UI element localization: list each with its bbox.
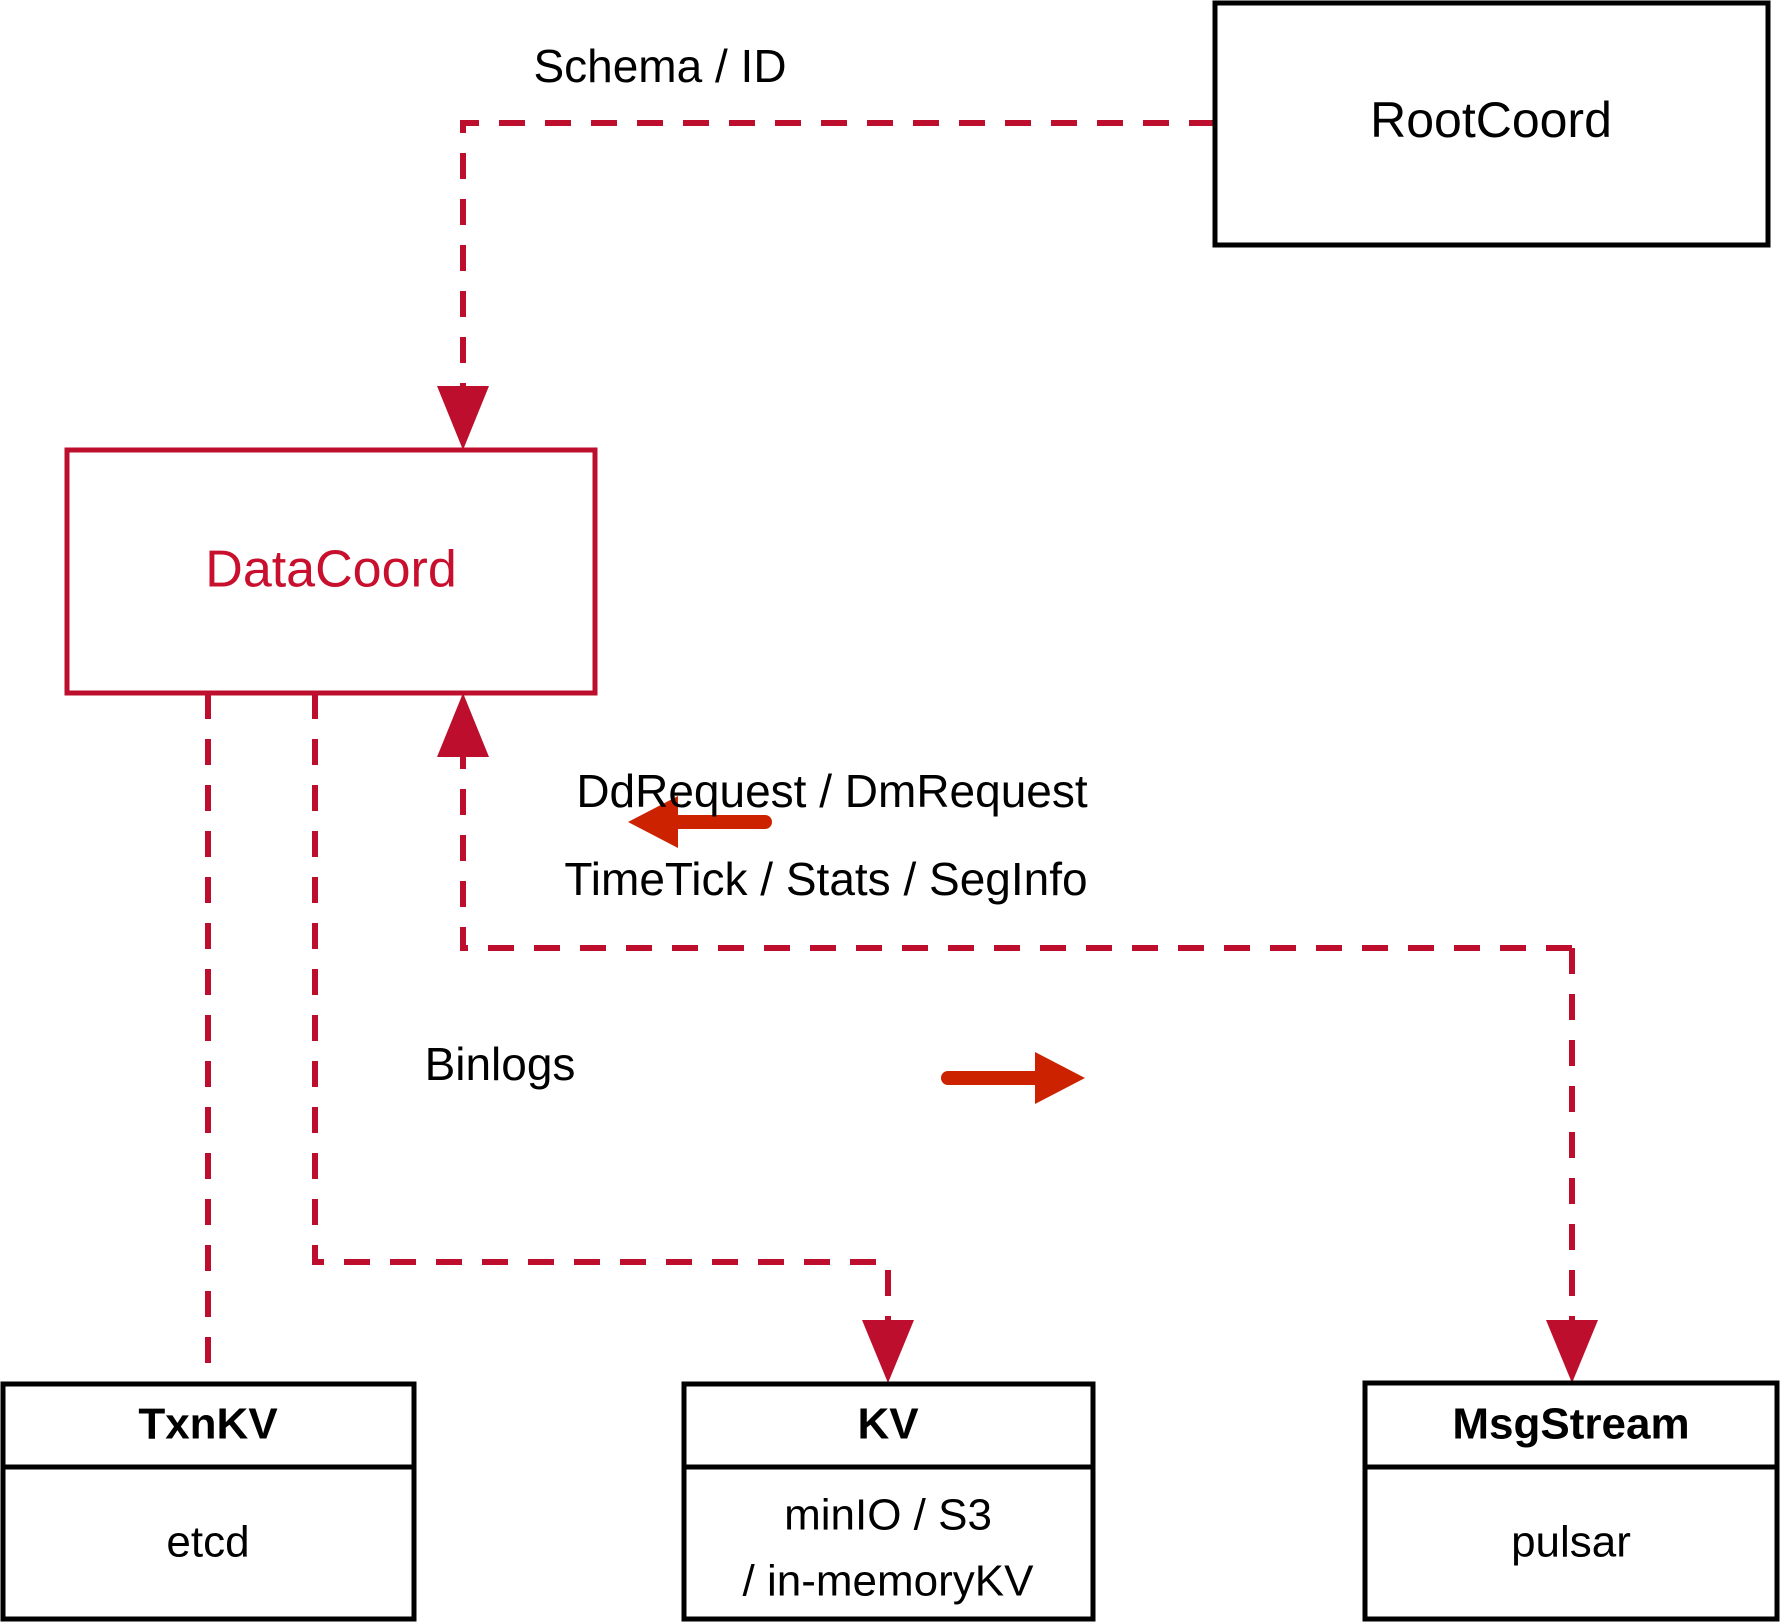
- node-txnkv[interactable]: TxnKV etcd: [0, 1381, 417, 1622]
- edge-label-schema-id: Schema / ID: [533, 40, 786, 92]
- node-txnkv-box[interactable]: [0, 1381, 417, 1622]
- node-rootcoord-box[interactable]: [1212, 0, 1771, 248]
- timetick-direction-arrow-head: [1035, 1052, 1085, 1104]
- node-txnkv-label: TxnKV: [138, 1400, 278, 1449]
- node-rootcoord-label: RootCoord: [1370, 92, 1612, 148]
- timetick-direction-arrow-icon: [941, 1052, 1085, 1104]
- node-rootcoord[interactable]: RootCoord: [1212, 0, 1771, 248]
- edge-schema-id: [437, 120, 1215, 450]
- edge-schema-id-arrowhead: [437, 386, 489, 450]
- node-kv-box[interactable]: [681, 1381, 1096, 1622]
- edge-binlogs: [312, 693, 914, 1383]
- node-txnkv-sublabel-0: etcd: [166, 1518, 249, 1567]
- node-datacoord[interactable]: DataCoord: [64, 447, 598, 696]
- node-msgstream-label: MsgStream: [1452, 1400, 1689, 1449]
- node-msgstream-sublabel-0: pulsar: [1511, 1518, 1631, 1567]
- edge-ddrequest-line: [460, 740, 1572, 951]
- node-datacoord-label: DataCoord: [205, 541, 456, 599]
- edge-timetick-stats-seginfo: [1546, 948, 1598, 1383]
- node-msgstream[interactable]: MsgStream pulsar: [1362, 1380, 1780, 1622]
- node-datacoord-box[interactable]: [64, 447, 598, 696]
- node-msgstream-box[interactable]: [1362, 1380, 1780, 1622]
- ddrequest-direction-arrow-head: [628, 796, 678, 848]
- ddrequest-direction-arrow-icon: [628, 796, 772, 848]
- edge-binlogs-line: [312, 693, 891, 1340]
- edge-ddrequest-arrowhead: [437, 693, 489, 757]
- node-kv-sublabel-0: minIO / S3: [784, 1491, 992, 1540]
- edge-timetick-arrowhead: [1546, 1320, 1598, 1383]
- node-kv[interactable]: KV minIO / S3 / in-memoryKV: [681, 1381, 1096, 1622]
- edge-ddrequest-dmrequest: [437, 693, 1572, 951]
- edge-label-timetick-stats-seginfo: TimeTick / Stats / SegInfo: [564, 853, 1087, 905]
- edge-schema-id-line: [460, 120, 1215, 405]
- edge-binlogs-arrowhead: [862, 1320, 914, 1383]
- node-kv-label: KV: [857, 1400, 919, 1449]
- edge-label-ddrequest-dmrequest: DdRequest / DmRequest: [576, 765, 1088, 817]
- node-kv-sublabel-1: / in-memoryKV: [743, 1557, 1035, 1606]
- edge-label-binlogs: Binlogs: [425, 1038, 576, 1090]
